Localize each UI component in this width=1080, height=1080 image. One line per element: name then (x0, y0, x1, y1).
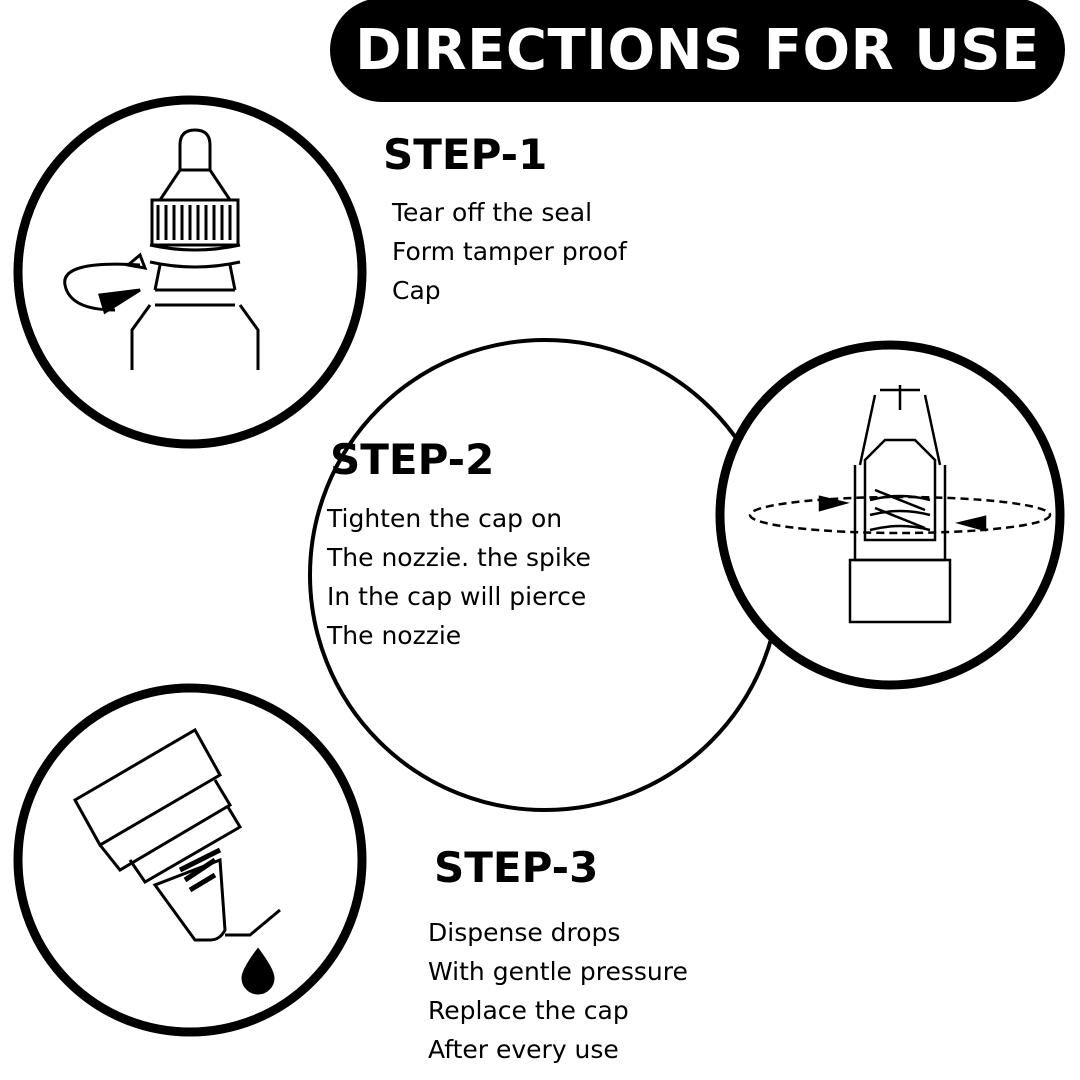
dispense-drop-icon (72, 727, 281, 995)
step-3-line: Dispense drops (428, 918, 621, 947)
step-2-line: The nozzie. the spike (327, 543, 591, 572)
step-1-line: Tear off the seal (392, 198, 593, 227)
step-3-line: After every use (428, 1035, 619, 1064)
step-2-line: Tighten the cap on (327, 504, 563, 533)
step-1-circle (13, 95, 367, 449)
step-1-line: Cap (392, 276, 441, 305)
cap-tighten-icon (748, 385, 1052, 624)
bottle-seal-icon (63, 128, 260, 370)
step-3-title: STEP-3 (434, 843, 599, 892)
step-1-text: Tear off the seal Form tamper proof Cap (392, 193, 627, 310)
step-3-line: Replace the cap (428, 996, 629, 1025)
step-2-line: In the cap will pierce (327, 582, 587, 611)
step-3-text: Dispense drops With gentle pressure Repl… (428, 913, 688, 1069)
step-1-title: STEP-1 (383, 130, 548, 179)
step-1-line: Form tamper proof (392, 237, 627, 266)
step-3-circle (13, 683, 367, 1037)
step-3-line: With gentle pressure (428, 957, 688, 986)
step-2-line: The nozzie (327, 621, 462, 650)
step-2-text: Tighten the cap on The nozzie. the spike… (327, 499, 591, 655)
page-title: DIRECTIONS FOR USE (355, 17, 1040, 83)
header-banner: DIRECTIONS FOR USE (330, 0, 1065, 102)
step-2-title: STEP-2 (330, 435, 495, 484)
step-2-circle (715, 340, 1065, 690)
